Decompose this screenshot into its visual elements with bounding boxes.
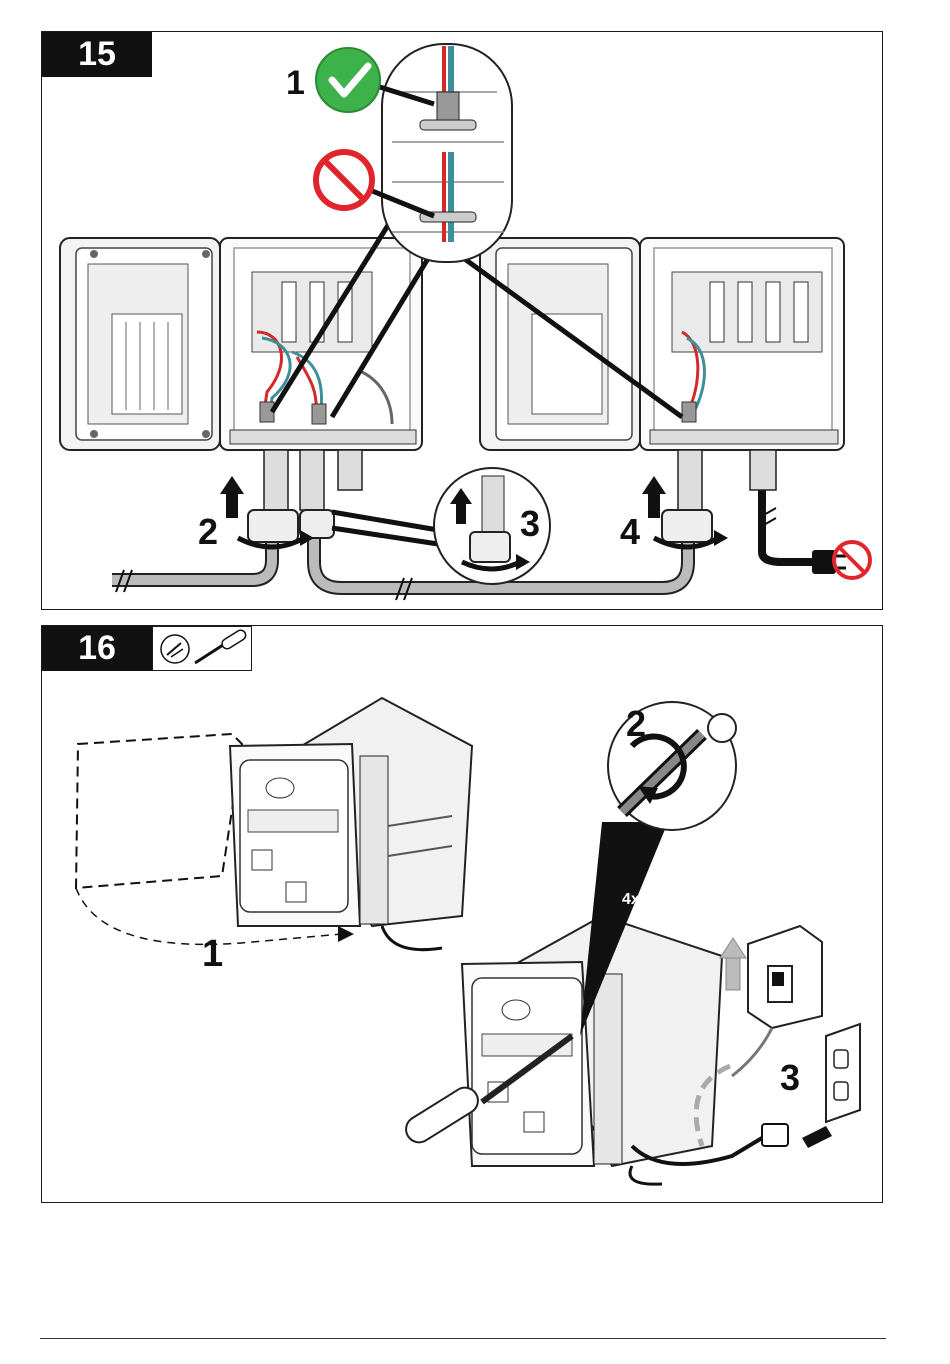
- power-switch-icon: [732, 926, 822, 1076]
- step-16-illustration: 1 2 3 4x: [42, 626, 884, 1204]
- callout-3: 3: [780, 1057, 800, 1098]
- left-enclosure: [60, 238, 422, 450]
- controller-unit-left: [230, 698, 472, 950]
- callout-2: 2: [198, 511, 218, 552]
- outlet-icon: [826, 1024, 860, 1122]
- prohibited-icon: [316, 152, 372, 208]
- callout-2: 2: [626, 703, 646, 744]
- callout-1: 1: [202, 933, 223, 975]
- step-15-panel: 15: [41, 31, 883, 610]
- up-arrow-icon: [720, 938, 746, 990]
- callout-3: 3: [520, 503, 540, 544]
- step-15-illustration: 1 2 3 4: [42, 32, 884, 611]
- footer-rule: [40, 1338, 886, 1339]
- callout-4: 4: [620, 511, 640, 552]
- step-16-panel: 16: [41, 625, 883, 1203]
- check-icon: [316, 48, 380, 112]
- no-power-plug-icon: [812, 542, 870, 578]
- callout-1: 1: [286, 64, 305, 102]
- right-enclosure: [480, 238, 844, 450]
- gland-detail-lens: [332, 468, 550, 584]
- multiplier-label: 4x: [622, 891, 640, 908]
